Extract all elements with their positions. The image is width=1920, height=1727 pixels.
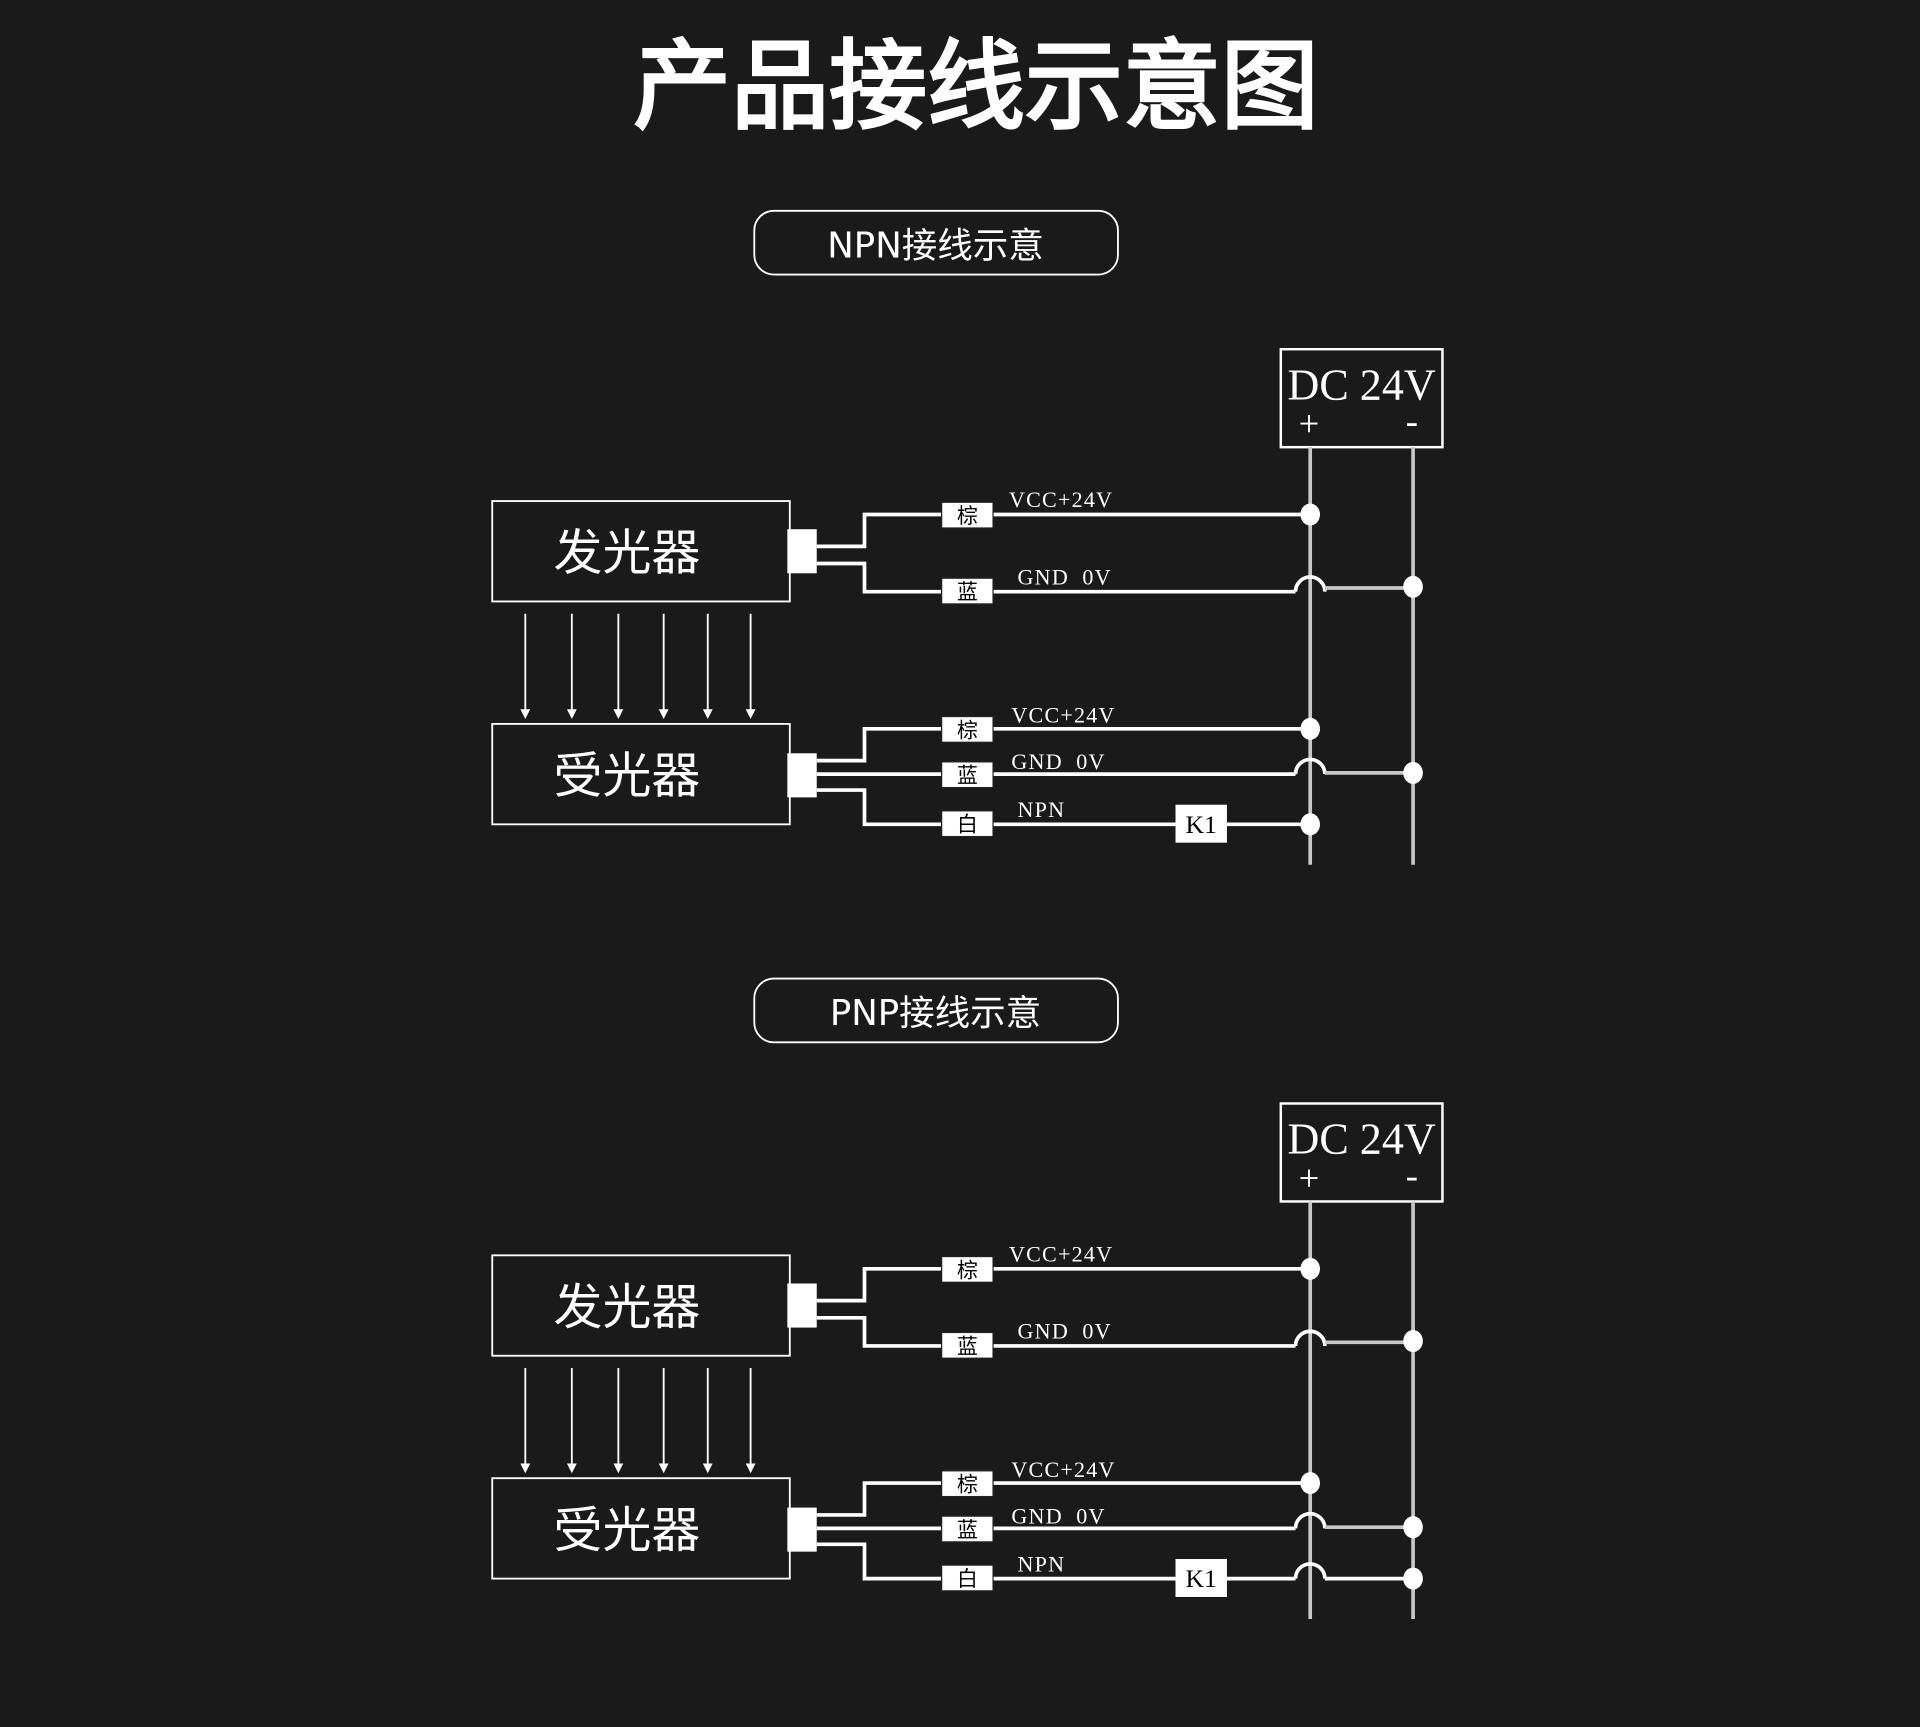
arrow-head-icon bbox=[658, 1463, 669, 1474]
wire-color-tag bbox=[941, 1564, 994, 1592]
receiver-label: 受光器 bbox=[553, 747, 700, 804]
wire-color-label: 棕 bbox=[957, 504, 978, 528]
minus-terminal: - bbox=[1406, 1155, 1418, 1196]
section-pill-border bbox=[753, 977, 1119, 1044]
wire-signal-label: VCC+24V bbox=[1011, 703, 1115, 728]
wire-signal-label: VCC+24V bbox=[1009, 487, 1113, 512]
wire-color-label: 蓝 bbox=[957, 1334, 978, 1358]
wire-signal-label: GND 0V bbox=[1018, 1319, 1112, 1344]
junction-dot bbox=[1300, 717, 1320, 740]
wire-color-tag bbox=[941, 715, 994, 743]
page-title: 产品接线示意图 bbox=[633, 30, 1319, 144]
wire-crossover-hop bbox=[1293, 1562, 1327, 1579]
arrow-head-icon bbox=[745, 709, 756, 720]
wire-color-label: 棕 bbox=[957, 1473, 978, 1497]
arrow-head-icon bbox=[566, 709, 577, 720]
receiver-output-wire bbox=[816, 788, 1176, 827]
wire-color-label: 棕 bbox=[957, 1258, 978, 1282]
wire-crossover-hop bbox=[1293, 1511, 1327, 1529]
junction-dot bbox=[1403, 575, 1423, 598]
emitter-gnd-wire bbox=[816, 1315, 1296, 1348]
wire-crossover-hop bbox=[1293, 1329, 1327, 1347]
junction-dot bbox=[1300, 1257, 1320, 1280]
power-supply-box bbox=[1279, 1102, 1444, 1203]
receiver-output-wire bbox=[816, 1542, 1176, 1581]
arrow-head-icon bbox=[566, 1463, 577, 1474]
section-title: NPN接线示意 bbox=[827, 225, 1044, 266]
arrow-head-icon bbox=[520, 1463, 531, 1474]
section-title: PNP接线示意 bbox=[830, 993, 1041, 1034]
junction-dot bbox=[1300, 1472, 1320, 1495]
emitter-connector bbox=[787, 529, 817, 574]
wire-color-tag bbox=[941, 1255, 994, 1283]
power-supply-label: DC 24V bbox=[1288, 1115, 1436, 1164]
junction-dot bbox=[1300, 813, 1320, 836]
receiver-vcc-wire bbox=[816, 1481, 1311, 1517]
wire-signal-label: VCC+24V bbox=[1011, 1457, 1115, 1482]
wire-color-label: 蓝 bbox=[957, 764, 978, 788]
wire-color-label: 白 bbox=[957, 813, 978, 837]
wire-signal-label: NPN bbox=[1018, 797, 1066, 822]
arrow-head-icon bbox=[613, 709, 624, 720]
wire-color-tag bbox=[941, 577, 994, 605]
wire-signal-label: NPN bbox=[1018, 1551, 1066, 1576]
wire-signal-label: GND 0V bbox=[1011, 1504, 1105, 1529]
emitter-vcc-wire bbox=[816, 512, 1311, 549]
wire-color-tag bbox=[941, 1515, 994, 1543]
wire-color-label: 蓝 bbox=[957, 580, 978, 604]
wire-color-tag bbox=[941, 761, 994, 789]
load-relay-label: K1 bbox=[1186, 810, 1217, 839]
section-pill-border bbox=[753, 209, 1119, 276]
emitter-label: 发光器 bbox=[553, 1279, 700, 1336]
emitter-label: 发光器 bbox=[553, 525, 700, 582]
wire-signal-label: VCC+24V bbox=[1009, 1241, 1113, 1266]
arrow-head-icon bbox=[613, 1463, 624, 1474]
power-supply-label: DC 24V bbox=[1288, 360, 1436, 409]
wire-color-label: 棕 bbox=[957, 718, 978, 742]
junction-dot bbox=[1300, 503, 1320, 526]
junction-dot bbox=[1403, 1330, 1423, 1353]
wire-color-label: 白 bbox=[957, 1567, 978, 1591]
receiver-vcc-wire bbox=[816, 726, 1311, 763]
arrow-head-icon bbox=[520, 709, 531, 720]
wire-color-tag bbox=[941, 501, 994, 529]
wire-color-tag bbox=[941, 810, 994, 838]
wire-signal-label: GND 0V bbox=[1018, 564, 1112, 589]
arrow-head-icon bbox=[658, 709, 669, 720]
emitter-gnd-wire bbox=[816, 561, 1296, 594]
emitter-connector bbox=[787, 1283, 817, 1328]
junction-dot bbox=[1403, 1567, 1423, 1590]
power-supply-box bbox=[1279, 347, 1444, 449]
arrow-head-icon bbox=[702, 1463, 713, 1474]
receiver-connector bbox=[787, 753, 817, 798]
wire-color-tag bbox=[941, 1331, 994, 1359]
plus-terminal: + bbox=[1299, 403, 1320, 444]
junction-dot bbox=[1403, 761, 1423, 784]
receiver-connector bbox=[787, 1507, 817, 1552]
wire-signal-label: GND 0V bbox=[1011, 749, 1105, 774]
section-pill: PNP接线示意 bbox=[753, 977, 1119, 1044]
section-pill: NPN接线示意 bbox=[753, 209, 1119, 276]
minus-terminal: - bbox=[1406, 401, 1418, 442]
arrow-head-icon bbox=[702, 709, 713, 720]
wire-crossover-hop bbox=[1293, 575, 1327, 592]
wire-color-label: 蓝 bbox=[957, 1518, 978, 1542]
emitter-vcc-wire bbox=[816, 1266, 1311, 1303]
load-relay-box bbox=[1175, 804, 1227, 843]
arrow-head-icon bbox=[745, 1463, 756, 1474]
wire-crossover-hop bbox=[1293, 757, 1327, 775]
junction-dot bbox=[1403, 1516, 1423, 1539]
load-relay-box bbox=[1175, 1559, 1227, 1597]
wire-color-tag bbox=[941, 1470, 994, 1498]
receiver-label: 受光器 bbox=[553, 1502, 700, 1559]
plus-terminal: + bbox=[1299, 1157, 1320, 1198]
load-relay-label: K1 bbox=[1186, 1564, 1217, 1593]
